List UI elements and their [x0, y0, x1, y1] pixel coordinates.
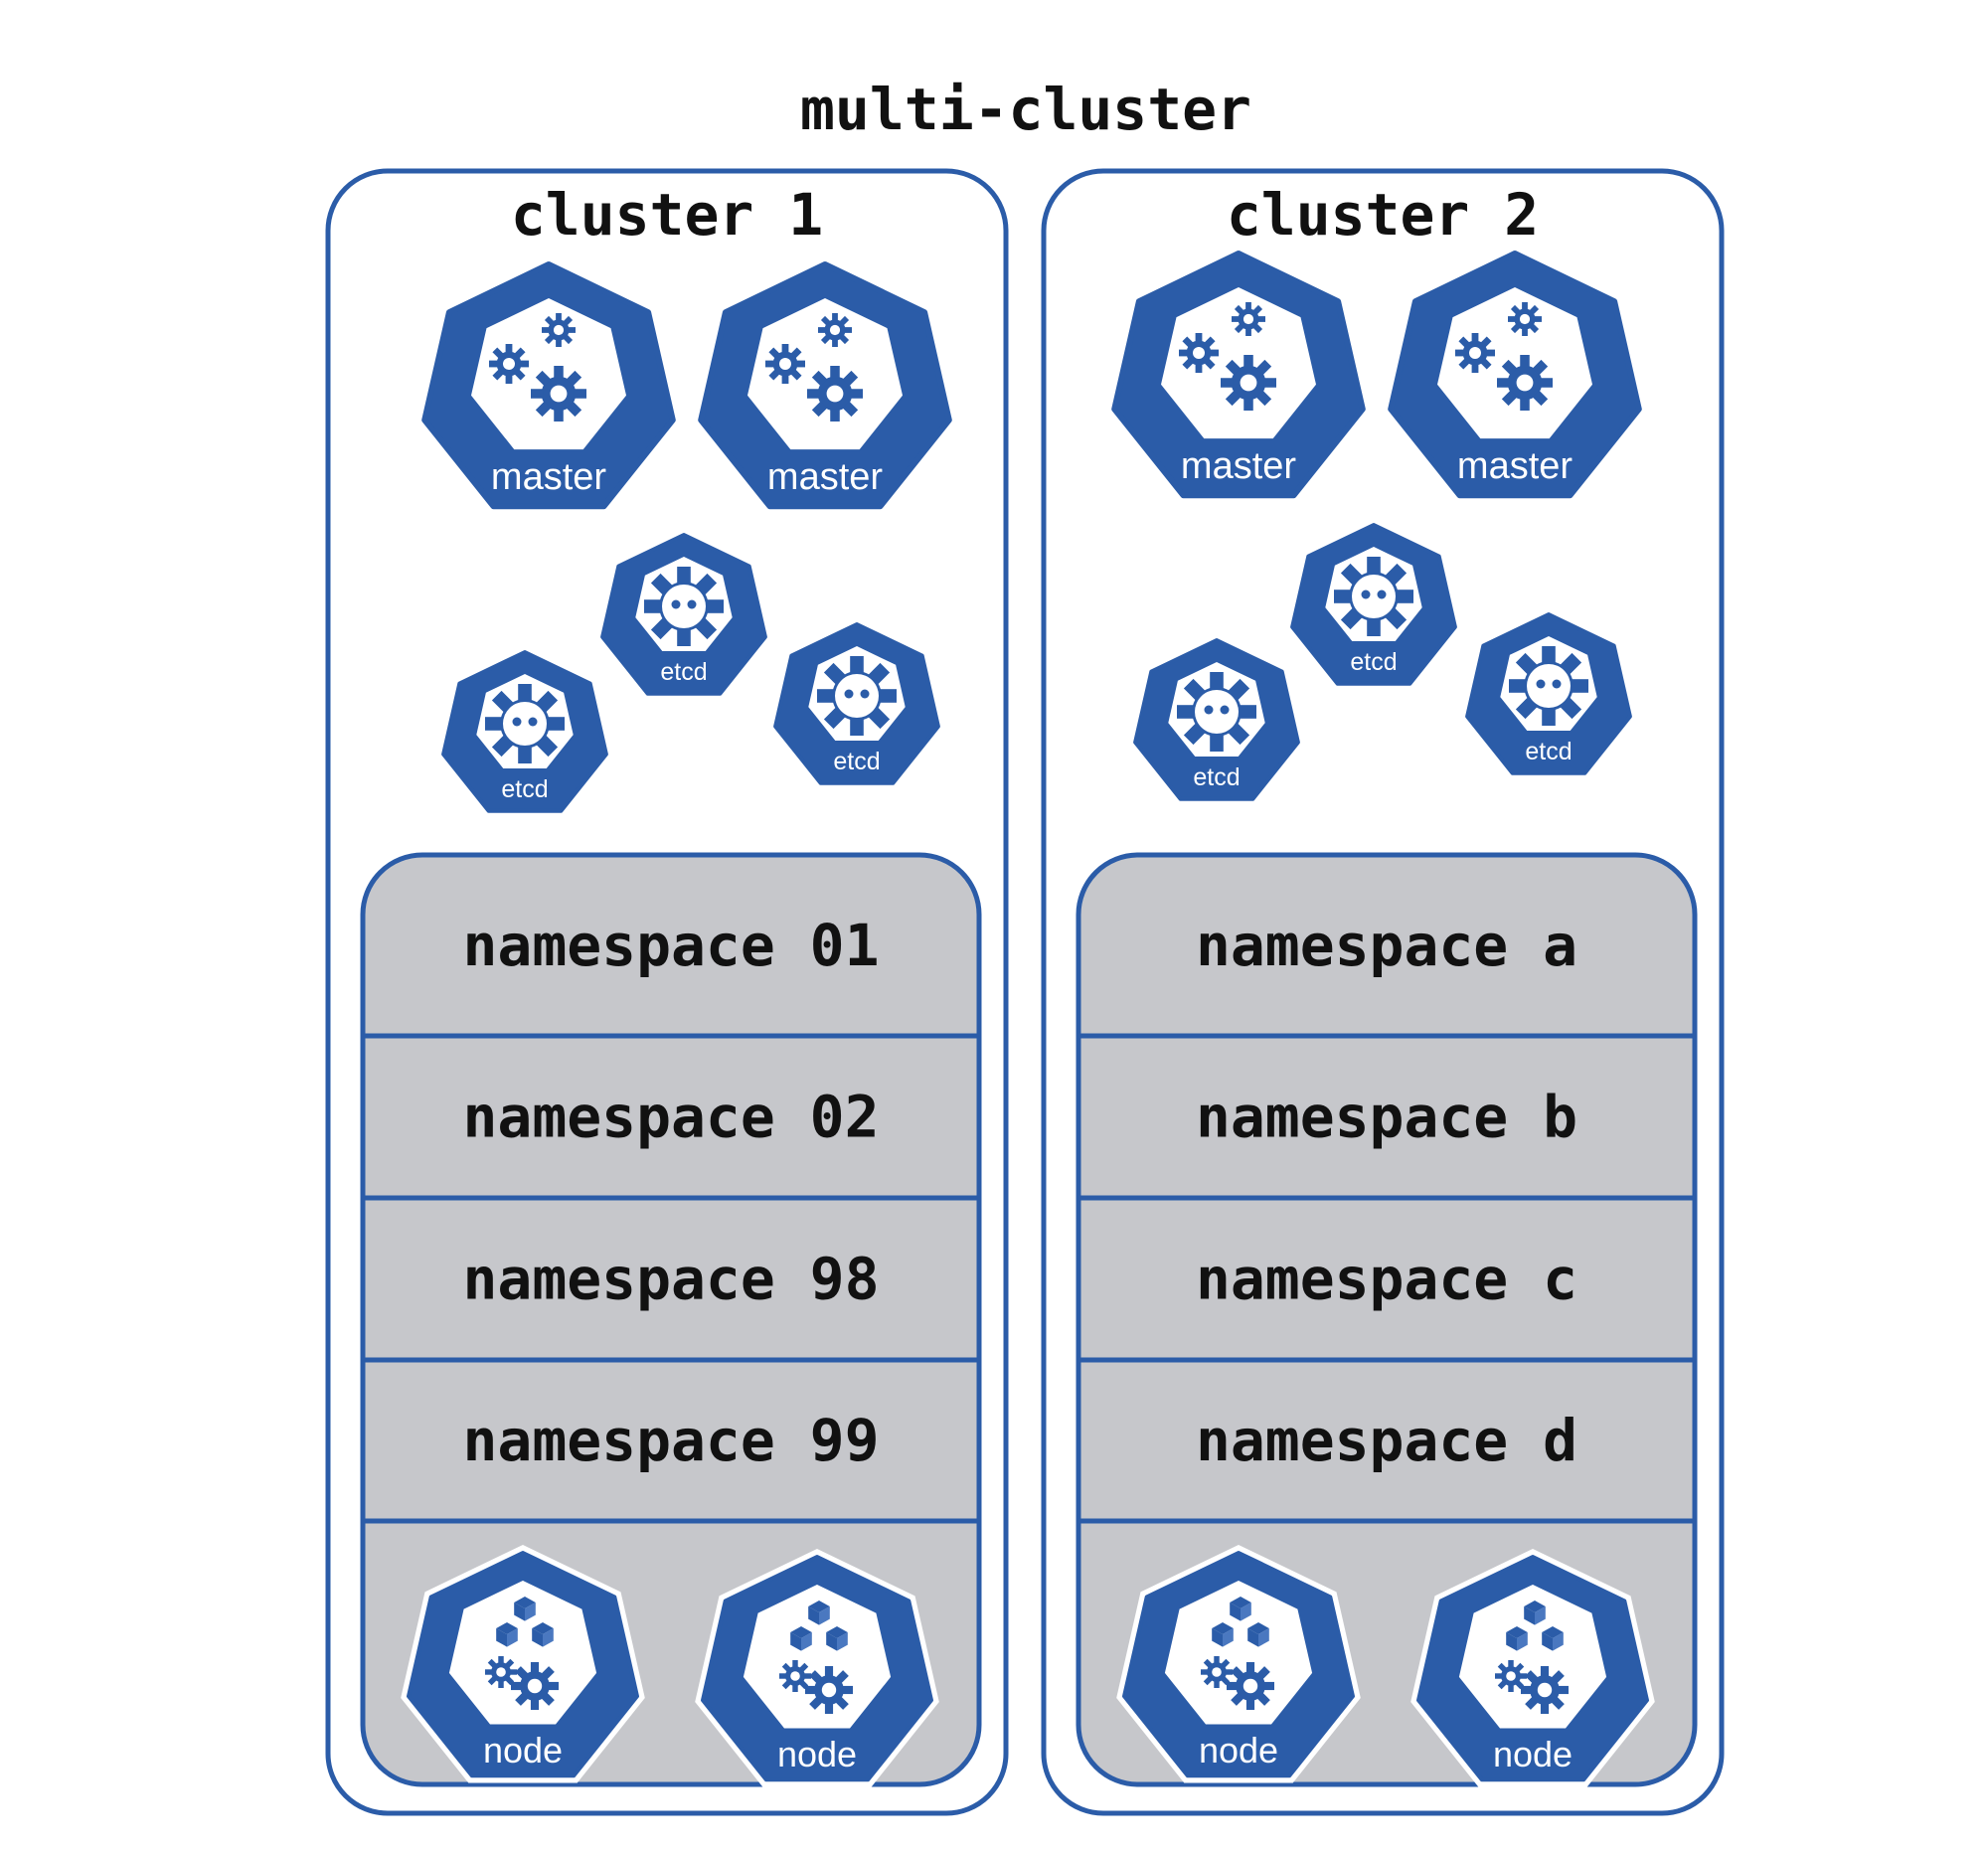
kubernetes-node-icon: node: [1116, 1545, 1361, 1783]
kubernetes-etcd-icon: etcd: [600, 533, 767, 696]
kubernetes-etcd-icon: etcd: [773, 622, 940, 785]
cluster-2-title: cluster 2: [1227, 181, 1539, 249]
etcd-label: etcd: [833, 748, 880, 775]
kubernetes-master-icon: master: [698, 261, 952, 510]
kubernetes-node-icon: node: [401, 1545, 645, 1783]
kubernetes-master-icon: master: [1111, 251, 1366, 499]
kubernetes-etcd-icon: etcd: [441, 650, 608, 813]
etcd-label: etcd: [1193, 763, 1240, 791]
kubernetes-etcd-icon: etcd: [1465, 612, 1632, 775]
etcd-label: etcd: [1525, 738, 1572, 765]
namespace-row: namespace a: [1196, 912, 1577, 979]
kubernetes-master-icon: master: [1388, 251, 1642, 499]
kubernetes-node-icon: node: [1410, 1549, 1655, 1787]
namespace-row: namespace 98: [462, 1246, 879, 1313]
master-label: master: [1457, 445, 1573, 487]
master-label: master: [1181, 445, 1296, 487]
etcd-label: etcd: [660, 658, 707, 686]
namespace-row: namespace b: [1196, 1084, 1577, 1151]
cluster-1-title: cluster 1: [511, 181, 823, 249]
namespace-row: namespace 01: [462, 912, 879, 979]
node-label: node: [777, 1734, 857, 1774]
master-label: master: [767, 456, 883, 498]
node-label: node: [1199, 1730, 1278, 1771]
kubernetes-etcd-icon: etcd: [1133, 638, 1300, 801]
namespace-row: namespace d: [1196, 1407, 1577, 1474]
node-label: node: [483, 1730, 563, 1771]
page-title: multi-cluster: [800, 76, 1251, 143]
master-label: master: [491, 456, 606, 498]
kubernetes-master-icon: master: [421, 261, 676, 510]
namespace-row: namespace 02: [462, 1084, 879, 1151]
namespace-row: namespace 99: [462, 1407, 879, 1474]
kubernetes-etcd-icon: etcd: [1290, 523, 1457, 686]
namespace-row: namespace c: [1196, 1246, 1577, 1313]
etcd-label: etcd: [501, 775, 548, 803]
kubernetes-node-icon: node: [695, 1549, 939, 1787]
etcd-label: etcd: [1350, 648, 1397, 676]
node-label: node: [1493, 1734, 1573, 1774]
